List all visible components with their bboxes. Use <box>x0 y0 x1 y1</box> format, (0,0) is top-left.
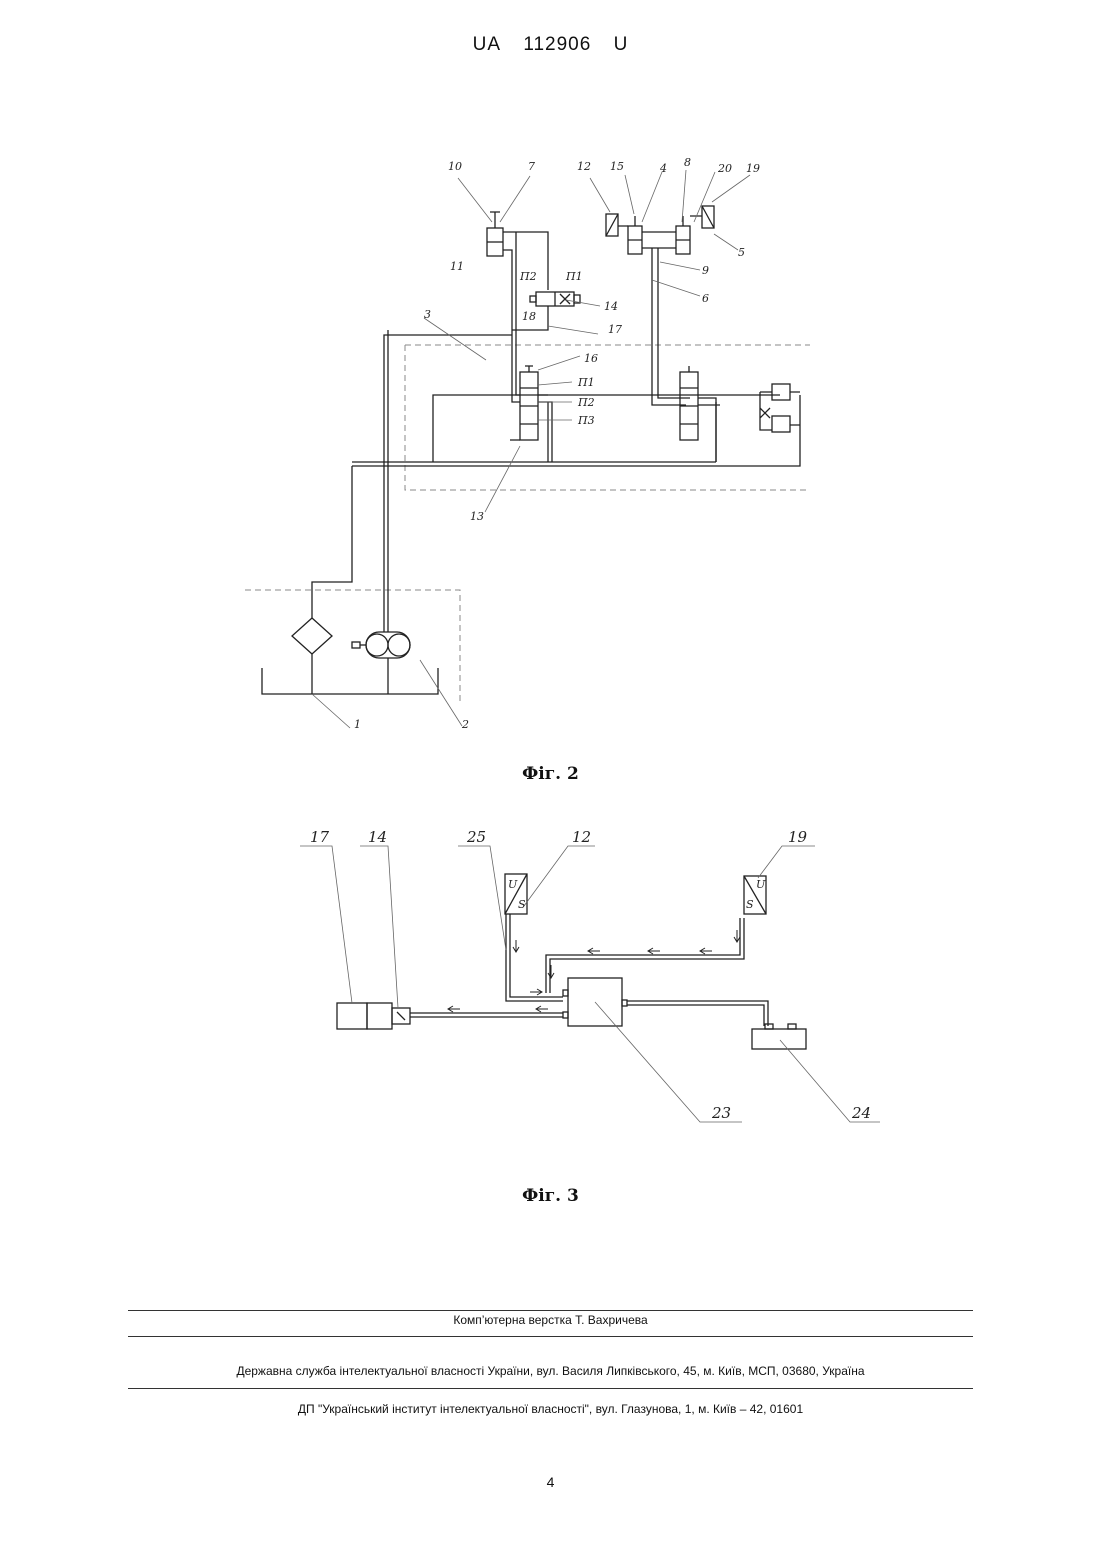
fig3-label-17: 17 <box>310 828 330 846</box>
fig3-label-12: 12 <box>572 828 591 846</box>
fig3-label-14: 14 <box>368 828 387 846</box>
footer-divider-top <box>128 1310 973 1311</box>
fig3-label-25: 25 <box>466 828 486 846</box>
sensor-19-u-mark: U <box>756 878 766 891</box>
fig3-label-23: 23 <box>711 1104 731 1122</box>
footer-layout-credit: Комп’ютерна верстка Т. Вахричева <box>0 1313 1101 1327</box>
footer-agency-address: Державна служба інтелектуальної власност… <box>0 1364 1101 1378</box>
footer-institute-address: ДП "Український інститут інтелектуальної… <box>0 1402 1101 1416</box>
sensor-12-s-mark: S <box>518 898 526 911</box>
footer-divider-middle <box>128 1336 973 1337</box>
sensor-19-s-mark: S <box>746 898 754 911</box>
fig3-label-24: 24 <box>851 1104 871 1122</box>
figure-3-caption: Фіг. 3 <box>0 1186 1101 1206</box>
page-number: 4 <box>0 1474 1101 1490</box>
fig3-label-19: 19 <box>788 828 808 846</box>
footer-divider-bottom <box>128 1388 973 1389</box>
sensor-12-u-mark: U <box>508 878 518 891</box>
